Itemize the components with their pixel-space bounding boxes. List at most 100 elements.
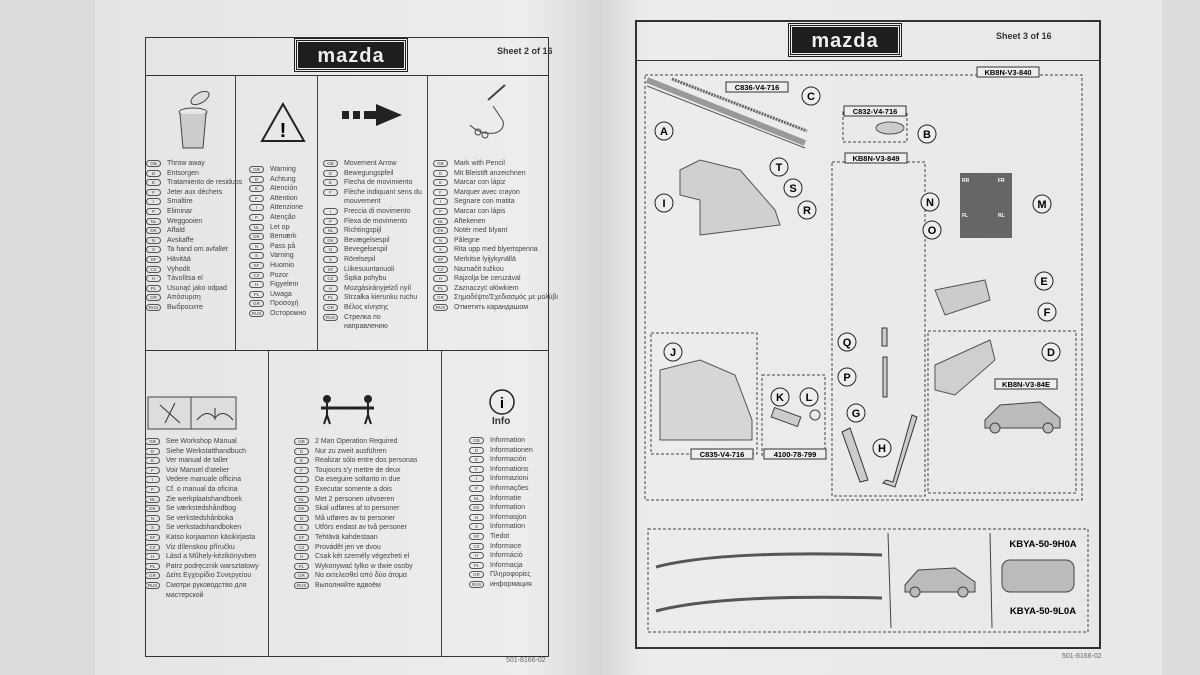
label-sticker xyxy=(960,173,1012,238)
translation-text: Informações xyxy=(490,484,529,492)
col-div xyxy=(317,75,318,350)
part-number-c: C836-V4-716 xyxy=(735,83,780,92)
callout-o: O xyxy=(928,225,937,237)
translation-text: Merkitse lyijykynällä xyxy=(454,255,516,263)
callout-s: S xyxy=(789,183,796,195)
translation-text: Wykonywać tylko w dwie osoby xyxy=(315,562,413,570)
language-code-badge: GB xyxy=(146,160,161,167)
list-item: N Må utføres av to personer xyxy=(294,514,417,524)
translation-text: Pass på xyxy=(270,242,296,250)
callout-r: R xyxy=(803,205,811,217)
language-code-badge: GR xyxy=(249,300,264,308)
part-number-box xyxy=(976,66,1040,78)
svg-text:i: i xyxy=(500,395,504,412)
translation-text: Tehtävä kahdestaan xyxy=(315,533,378,541)
callout-circle xyxy=(837,332,857,352)
language-code-badge: N xyxy=(294,514,309,522)
language-code-badge: F xyxy=(294,466,309,474)
language-code-badge: E xyxy=(249,185,264,193)
language-code-badge: CZ xyxy=(249,271,264,279)
language-code-badge: GR xyxy=(469,571,484,579)
translation-text: Huomio xyxy=(270,261,295,269)
translation-text: Uwaga xyxy=(270,290,292,298)
part-number-d: KB8N-V3-84E xyxy=(1002,380,1050,389)
language-code-badge: P xyxy=(294,485,309,493)
sheet-number: Sheet 2 of 16 xyxy=(497,46,553,56)
language-code-badge: DK xyxy=(323,236,338,244)
translation-text: Σημαδέψτε/Σχεδιασμός με μολύβι xyxy=(454,294,558,302)
svg-text:FL: FL xyxy=(962,213,968,219)
callout-circle xyxy=(917,124,937,144)
translation-text: Marquer avec crayon xyxy=(454,188,520,196)
svg-text:RL: RL xyxy=(998,213,1005,219)
language-code-badge: H xyxy=(433,275,448,283)
translation-text: Aftekenen xyxy=(454,217,486,225)
callout-circle xyxy=(920,192,940,212)
callout-circle xyxy=(1032,194,1052,214)
language-code-badge: DK xyxy=(294,505,309,513)
end-cap-part xyxy=(659,359,753,441)
translation-text: Må utføres av to personer xyxy=(315,514,396,522)
language-code-badge: RUS xyxy=(294,581,309,589)
part-number-j: C835-V4-716 xyxy=(700,450,745,459)
translation-text: Katso korjaamon käsikirjasta xyxy=(166,533,256,541)
language-code-badge: SF xyxy=(294,533,309,541)
warning-triangle-icon: ! xyxy=(260,101,306,142)
language-code-badge: RUS xyxy=(469,580,484,588)
part-number-kit: KB8N-V3-840 xyxy=(984,68,1031,77)
language-code-badge: NL xyxy=(469,494,484,502)
language-code-badge: PL xyxy=(146,284,161,292)
callout-p: P xyxy=(843,372,850,384)
translation-text: Executar somente a dois xyxy=(315,485,393,493)
translation-text: Információ xyxy=(490,552,523,560)
language-code-badge: GB xyxy=(294,438,309,445)
callout-e: E xyxy=(1040,276,1047,288)
list-item: SF Tehtävä kahdestaan xyxy=(294,533,417,543)
language-code-badge: RUS xyxy=(249,309,264,317)
translation-text: Απόσυρση xyxy=(167,294,201,302)
translation-text: Βέλος κίνησης xyxy=(344,303,389,311)
translation-text: Informacja xyxy=(490,561,523,569)
translation-text: Csak két személy végezheti el xyxy=(315,553,410,561)
language-code-badge: DK xyxy=(433,227,448,235)
callout-circle xyxy=(1037,302,1057,322)
callout-h: H xyxy=(878,443,886,455)
header-divider xyxy=(145,75,549,76)
translation-text: Patrz podręcznik warsztatowy xyxy=(166,562,259,570)
callout-j: J xyxy=(670,347,676,359)
callout-circle xyxy=(1034,271,1054,291)
callout-k: K xyxy=(776,392,784,404)
